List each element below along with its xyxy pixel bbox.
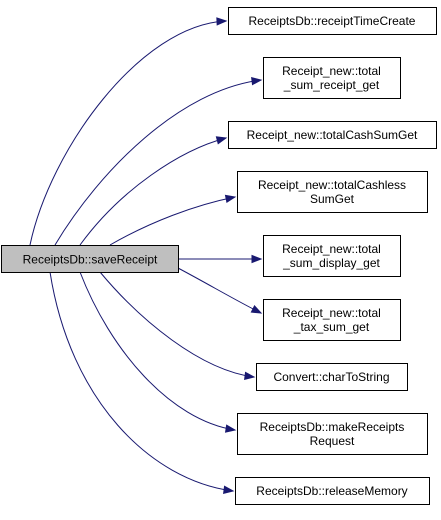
call-edge — [177, 267, 262, 314]
callee-node-box — [228, 7, 437, 35]
callee-node-label: ReceiptsDb::receiptTimeCreate — [249, 14, 416, 28]
call-edge — [79, 271, 236, 431]
callee-node-label: Receipt_new::total — [282, 242, 381, 256]
callee-node-label: Request — [310, 434, 355, 448]
callee-node-label: _sum_receipt_get — [283, 78, 380, 92]
callee-node[interactable]: ReceiptsDb::releaseMemory — [235, 477, 430, 505]
callee-node-label: Convert::charToString — [273, 370, 389, 384]
callee-node-box — [263, 57, 401, 99]
arrow-head-icon — [250, 304, 263, 314]
callee-node-label: _sum_display_get — [282, 256, 380, 270]
callee-node[interactable]: ReceiptsDb::receiptTimeCreate — [228, 7, 437, 35]
root-node-label: ReceiptsDb::saveReceipt — [23, 253, 158, 267]
arrow-head-icon — [215, 136, 228, 145]
arrow-head-icon — [216, 17, 228, 26]
callee-node-label: ReceiptsDb::makeReceipts — [260, 420, 405, 434]
callee-node[interactable]: Receipt_new::total_sum_display_get — [263, 235, 401, 277]
callee-node-box — [237, 171, 428, 213]
call-edge — [79, 137, 227, 246]
arrow-head-icon — [251, 76, 263, 86]
callee-node-label: Receipt_new::total — [282, 64, 381, 78]
callee-node-box — [228, 121, 437, 149]
callee-node[interactable]: Convert::charToString — [256, 363, 408, 391]
call-edge — [54, 79, 262, 246]
arrow-head-icon — [244, 371, 256, 380]
callee-node[interactable]: Receipt_new::totalCashSumGet — [228, 121, 437, 149]
call-edges — [29, 17, 263, 494]
callee-node-box — [256, 363, 408, 391]
arrow-head-icon — [251, 254, 263, 264]
callee-node-label: Receipt_new::total — [282, 306, 381, 320]
root-node[interactable]: ReceiptsDb::saveReceipt — [1, 245, 179, 273]
callee-node[interactable]: Receipt_new::total_tax_sum_get — [263, 299, 401, 341]
callee-node-label: SumGet — [310, 192, 355, 206]
callee-node-box — [263, 299, 401, 341]
call-edge — [29, 20, 227, 246]
arrow-head-icon — [223, 485, 235, 494]
callee-node-box — [263, 235, 401, 277]
callee-node-label: ReceiptsDb::releaseMemory — [256, 484, 407, 498]
root-node-box — [1, 245, 179, 273]
arrow-head-icon — [224, 424, 237, 433]
callee-node[interactable]: Receipt_new::total_sum_receipt_get — [263, 57, 401, 99]
callee-nodes: ReceiptsDb::receiptTimeCreateReceipt_new… — [228, 7, 437, 505]
call-edge — [49, 271, 234, 492]
call-edge — [99, 271, 255, 378]
arrow-head-icon — [224, 194, 237, 204]
callee-node-label: _tax_sum_get — [293, 320, 370, 334]
callee-node-label: Receipt_new::totalCashless — [258, 178, 406, 192]
callee-node-box — [237, 413, 428, 455]
callee-node-label: Receipt_new::totalCashSumGet — [247, 128, 418, 142]
call-edge — [109, 196, 236, 246]
callee-node-box — [235, 477, 430, 505]
